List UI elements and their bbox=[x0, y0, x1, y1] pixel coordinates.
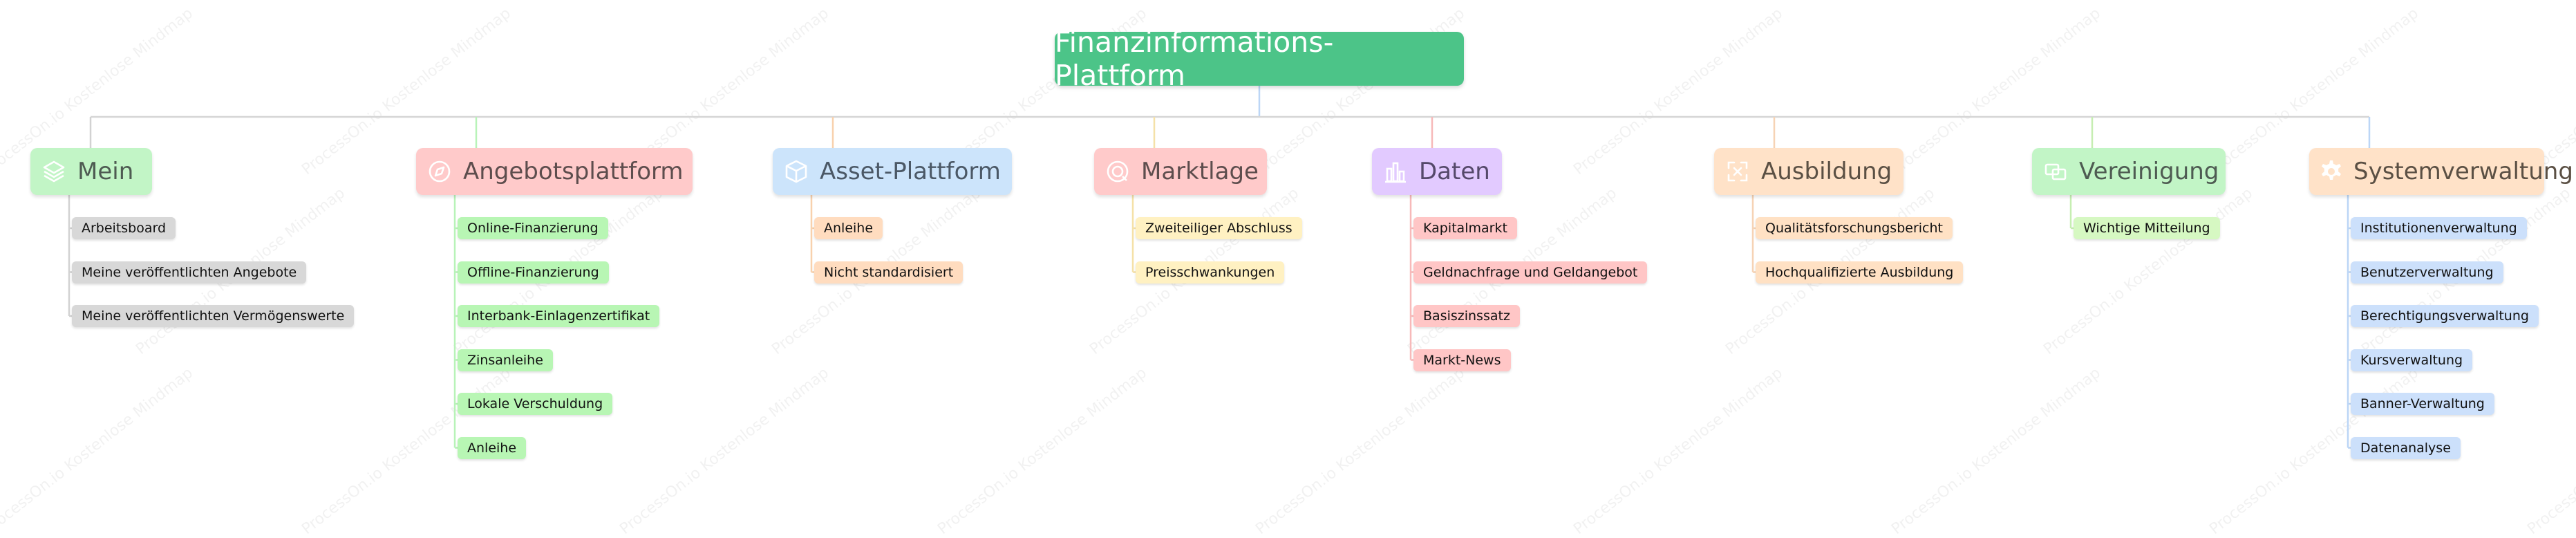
leaf-node[interactable]: Nicht standardisiert bbox=[814, 261, 963, 284]
compass-icon bbox=[424, 156, 455, 187]
leaf-node[interactable]: Zweiteiliger Abschluss bbox=[1136, 217, 1302, 239]
leaf-node[interactable]: Basiszinssatz bbox=[1413, 305, 1520, 327]
leaf-node[interactable]: Arbeitsboard bbox=[72, 217, 176, 239]
leaf-node[interactable]: Benutzerverwaltung bbox=[2351, 261, 2503, 284]
leaf-node[interactable]: Meine veröffentlichten Angebote bbox=[72, 261, 307, 284]
leaf-node[interactable]: Hochqualifizierte Ausbildung bbox=[1756, 261, 1964, 284]
leaf-node[interactable]: Qualitätsforschungsbericht bbox=[1756, 217, 1953, 239]
target-icon bbox=[1102, 156, 1133, 187]
branch-label: Systemverwaltung bbox=[2353, 158, 2573, 185]
branch-angebotsplattform[interactable]: Angebotsplattform bbox=[416, 148, 693, 195]
branch-label: Daten bbox=[1419, 158, 1490, 185]
branch-systemverwaltung[interactable]: Systemverwaltung bbox=[2309, 148, 2573, 195]
branch-daten[interactable]: Daten bbox=[1372, 148, 1502, 195]
branch-ausbildung[interactable]: Ausbildung bbox=[1714, 148, 1903, 195]
leaf-node[interactable]: Zinsanleihe bbox=[458, 349, 553, 371]
leaf-node[interactable]: Anleihe bbox=[814, 217, 883, 239]
branch-marktlage[interactable]: Marktlage bbox=[1094, 148, 1267, 195]
leaf-node[interactable]: Geldnachfrage und Geldangebot bbox=[1413, 261, 1648, 284]
branch-label: Vereinigung bbox=[2079, 158, 2219, 185]
leaf-node[interactable]: Kapitalmarkt bbox=[1413, 217, 1517, 239]
leaf-node[interactable]: Interbank-Einlagenzertifikat bbox=[458, 305, 660, 327]
leaf-node[interactable]: Berechtigungsverwaltung bbox=[2351, 305, 2539, 327]
connector-lines bbox=[68, 86, 2371, 449]
leaf-node[interactable]: Meine veröffentlichten Vermögenswerte bbox=[72, 305, 355, 327]
leaf-node[interactable]: Institutionenverwaltung bbox=[2351, 217, 2527, 239]
root-label: Finanzinformations-Plattform bbox=[1055, 26, 1334, 92]
leaf-node[interactable]: Anleihe bbox=[458, 436, 527, 459]
cube-icon bbox=[781, 156, 811, 187]
branch-label: Marktlage bbox=[1141, 158, 1259, 185]
leaf-node[interactable]: Markt-News bbox=[1413, 349, 1511, 371]
leaf-node[interactable]: Online-Finanzierung bbox=[458, 217, 608, 239]
branch-vereinigung[interactable]: Vereinigung bbox=[2032, 148, 2226, 195]
branch-label: Asset-Plattform bbox=[820, 158, 1001, 185]
branch-label: Angebotsplattform bbox=[463, 158, 684, 185]
gear-icon bbox=[2318, 156, 2345, 187]
branch-label: Mein bbox=[77, 158, 134, 185]
leaf-node[interactable]: Wichtige Mitteilung bbox=[2074, 217, 2220, 239]
expand-icon bbox=[1722, 156, 1753, 187]
branch-label: Ausbildung bbox=[1761, 158, 1892, 185]
leaf-node[interactable]: Banner-Verwaltung bbox=[2351, 393, 2494, 415]
leaf-node[interactable]: Offline-Finanzierung bbox=[458, 261, 609, 284]
leaf-node[interactable]: Kursverwaltung bbox=[2351, 349, 2473, 371]
leaf-node[interactable]: Preisschwankungen bbox=[1136, 261, 1285, 284]
layers-icon bbox=[39, 156, 69, 187]
bar-chart-icon bbox=[1380, 156, 1411, 187]
leaf-node[interactable]: Lokale Verschuldung bbox=[458, 393, 613, 415]
branch-asset-plattform[interactable]: Asset-Plattform bbox=[773, 148, 1012, 195]
leaf-node[interactable]: Datenanalyse bbox=[2351, 436, 2461, 459]
root-node[interactable]: Finanzinformations-Plattform bbox=[1055, 26, 1464, 92]
branch-mein[interactable]: Mein bbox=[30, 148, 152, 195]
windows-icon bbox=[2040, 156, 2071, 187]
